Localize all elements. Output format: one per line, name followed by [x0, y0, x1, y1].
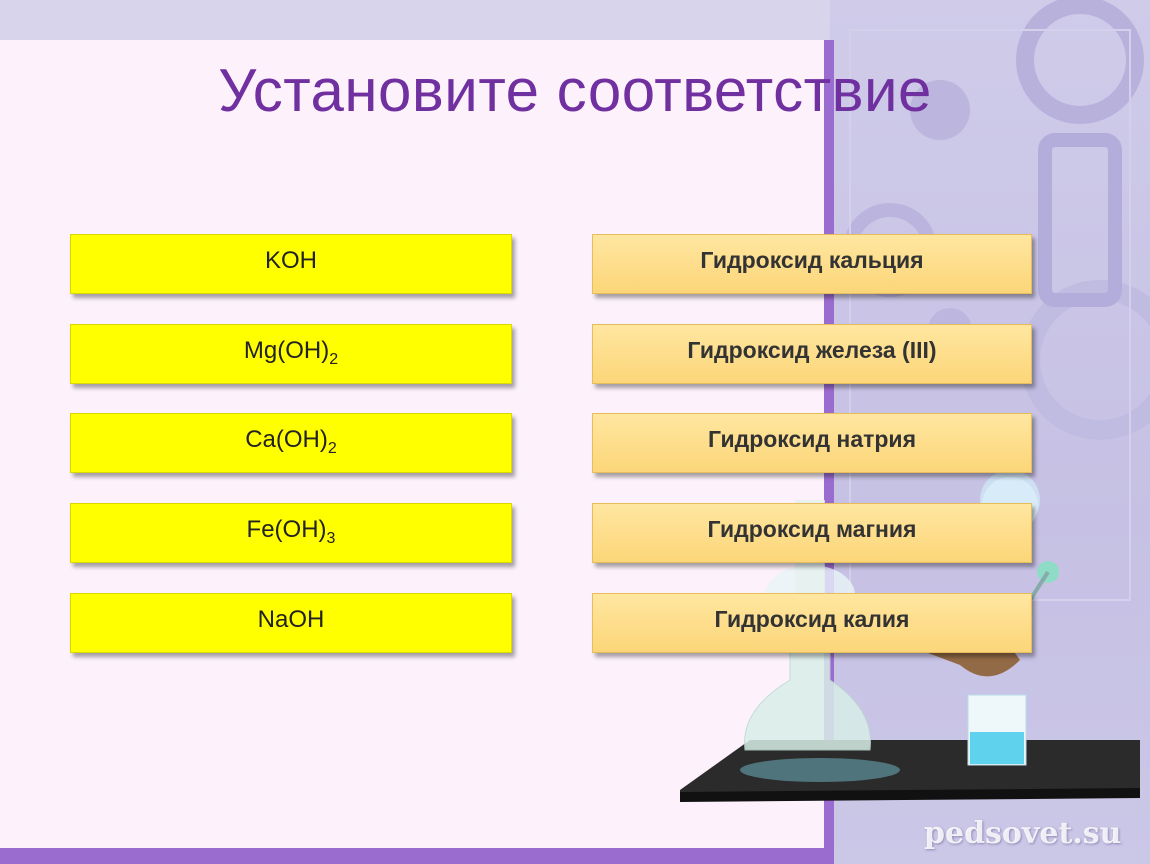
name-card[interactable]: Гидроксид калия — [592, 593, 1032, 653]
formula-card[interactable]: NaOH — [70, 593, 512, 653]
formula-text: Fe(OH) — [246, 516, 327, 543]
watermark: pedsovet.su — [924, 816, 1122, 851]
formula-text: Mg(OH) — [243, 337, 330, 364]
name-card[interactable]: Гидроксид натрия — [592, 413, 1032, 473]
name-card[interactable]: Гидроксид магния — [592, 503, 1032, 563]
formula-card[interactable]: Ca(OH)2 — [70, 413, 512, 473]
formula-card[interactable]: Mg(OH)2 — [70, 324, 512, 384]
formula-subscript: 2 — [329, 350, 339, 368]
formula-card[interactable]: KOH — [70, 234, 512, 294]
name-card[interactable]: Гидроксид железа (III) — [592, 324, 1032, 384]
formula-subscript: 3 — [326, 529, 336, 547]
page-title: Установите соответствие — [218, 57, 932, 124]
formula-card[interactable]: Fe(OH)3 — [70, 503, 512, 563]
formula-text: NaOH — [257, 606, 325, 633]
formula-text: KOH — [264, 247, 317, 274]
formula-text: Ca(OH) — [245, 426, 328, 453]
formula-subscript: 2 — [327, 439, 337, 457]
name-card[interactable]: Гидроксид кальция — [592, 234, 1032, 294]
bottom-band — [0, 848, 834, 864]
